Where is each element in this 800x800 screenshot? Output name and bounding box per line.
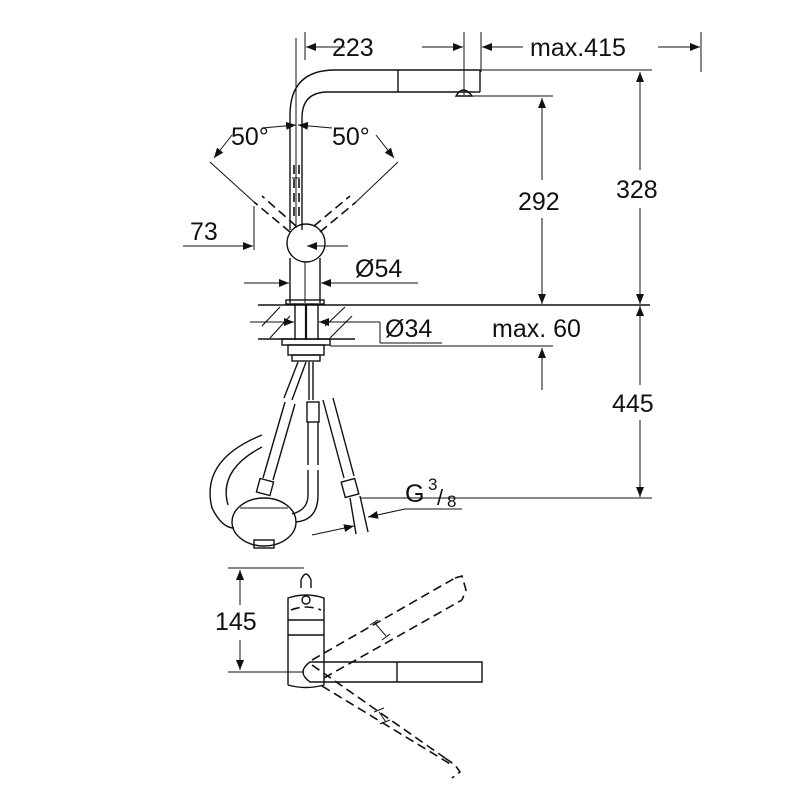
lever-swing-positions <box>311 575 467 779</box>
lever-swivel-positions <box>209 121 399 233</box>
label-pullout-reach: max.415 <box>530 34 626 62</box>
shank-and-nut <box>281 305 331 362</box>
lever-arm <box>302 661 483 683</box>
supply-hoses <box>209 361 369 549</box>
label-connection-thread: G 3 / 8 <box>405 475 456 511</box>
top-view: 145 <box>215 567 483 779</box>
svg-text:G: G <box>405 480 424 508</box>
label-shank-diameter: Ø34 <box>385 315 432 343</box>
label-outlet-height: 292 <box>518 188 560 216</box>
label-swivel-left: 50° <box>231 123 269 151</box>
label-swivel-right: 50° <box>332 123 370 151</box>
svg-text:8: 8 <box>447 492 456 511</box>
label-hose-length: 445 <box>612 390 654 418</box>
dimension-lines <box>183 32 702 536</box>
tap-body <box>285 258 325 305</box>
label-lever-offset: 73 <box>190 218 218 246</box>
label-spout-reach: 223 <box>332 34 374 62</box>
label-total-height: 328 <box>616 176 658 204</box>
spout <box>289 38 481 230</box>
label-body-diameter: Ø54 <box>355 255 402 283</box>
svg-text:/: / <box>437 485 444 510</box>
countertop-section <box>250 304 650 340</box>
svg-text:3: 3 <box>428 475 437 494</box>
label-deck-thickness: max. 60 <box>492 315 581 343</box>
label-top-view-depth: 145 <box>215 608 257 636</box>
side-view: 223 max.415 50° 50° 73 Ø54 292 328 Ø34 m… <box>183 32 702 549</box>
lever-ball <box>286 223 326 263</box>
